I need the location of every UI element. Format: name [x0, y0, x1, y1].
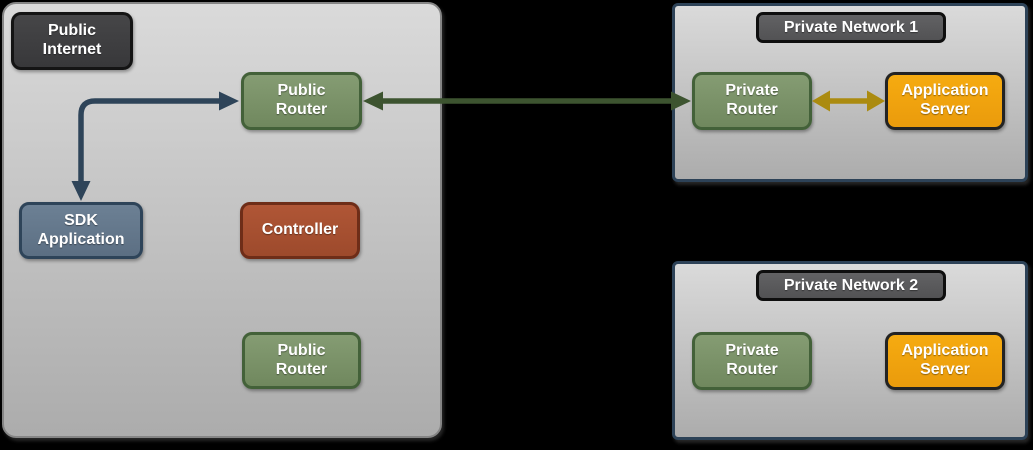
node-sdk-application: SDK Application — [19, 202, 143, 259]
node-private-router-2: Private Router — [692, 332, 812, 390]
node-application-server-1: Application Server — [885, 72, 1005, 130]
node-public-router-top: Public Router — [241, 72, 362, 130]
private-network-1-title: Private Network 1 — [756, 12, 946, 43]
node-controller: Controller — [240, 202, 360, 259]
node-application-server-2: Application Server — [885, 332, 1005, 390]
node-private-router-1: Private Router — [692, 72, 812, 130]
private-network-2-title: Private Network 2 — [756, 270, 946, 301]
public-internet-badge: Public Internet — [11, 12, 133, 70]
node-public-router-bottom: Public Router — [242, 332, 361, 389]
